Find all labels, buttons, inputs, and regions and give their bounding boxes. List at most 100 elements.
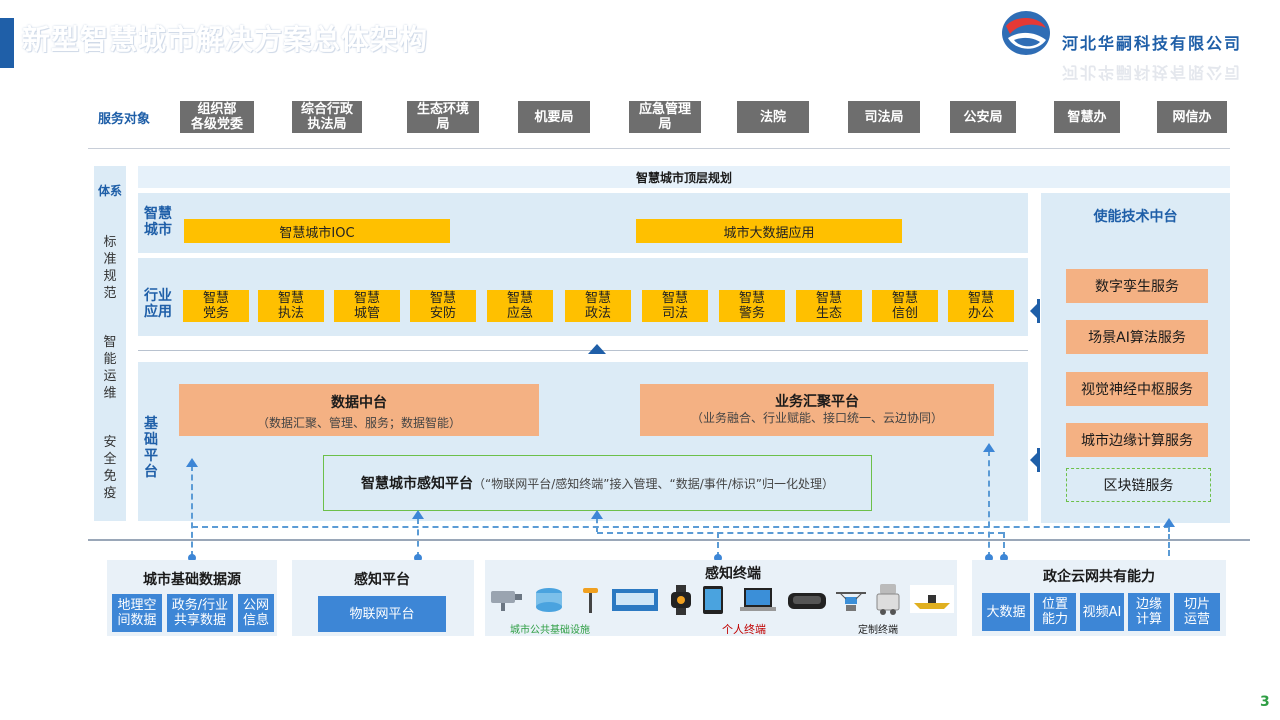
- connector-line: [191, 465, 193, 557]
- service-item: 组织部 各级党委: [180, 101, 254, 133]
- business-sub: （业务融合、行业赋能、接口统一、云边协同）: [690, 411, 943, 425]
- service-item: 网信办: [1157, 101, 1227, 133]
- base-label: 基 础 平 台: [144, 416, 158, 480]
- iot-platform: 物联网平台: [318, 596, 446, 632]
- top-plan-bar: 智慧城市顶层规划: [138, 166, 1230, 188]
- arrow-left-icon: [1030, 303, 1038, 319]
- datasource-geo: 地理空 间数据: [112, 594, 162, 632]
- terminal-custom-label: 定制终端: [858, 625, 898, 636]
- perception-sub: （“物联网平台/感知终端”接入管理、“数据/事件/标识”归一化处理）: [473, 477, 834, 491]
- sensor-pole-icon: [583, 588, 598, 613]
- divider-bottom: [88, 539, 1250, 541]
- tech-vision-hub: 视觉神经中枢服务: [1066, 372, 1208, 406]
- industry-item: 智慧 政法: [565, 290, 631, 322]
- cloud-location: 位置 能力: [1034, 593, 1076, 631]
- data-middle-sub: （数据汇聚、管理、服务；数据智能）: [256, 416, 461, 430]
- service-item: 生态环境 局: [407, 101, 479, 133]
- left-standard: 标 准 规 范: [103, 235, 117, 301]
- service-item: 公安局: [950, 101, 1016, 133]
- arrow-up-icon: [983, 443, 995, 452]
- enable-tech-title: 使能技术中台: [1093, 209, 1178, 225]
- divider-top: [88, 148, 1230, 149]
- smart-city-label: 智慧 城市: [144, 206, 172, 238]
- left-system-title: 体系: [97, 184, 122, 198]
- connector-line: [1003, 532, 1005, 558]
- company-name-reflection: 河北华嗣科技有限公司: [1062, 63, 1243, 82]
- smartwatch-icon: [671, 585, 691, 615]
- ioc-bar: 智慧城市IOC: [184, 219, 450, 243]
- industry-item: 智慧 信创: [872, 290, 938, 322]
- connector-line: [417, 518, 419, 558]
- industry-label: 行业 应用: [144, 288, 172, 320]
- arrow-up-icon: [1163, 518, 1175, 527]
- up-triangle-icon: [588, 344, 606, 354]
- data-middle-platform: 数据中台 （数据汇聚、管理、服务；数据智能）: [179, 384, 539, 436]
- connector-line: [596, 518, 598, 532]
- industry-item: 智慧 城管: [334, 290, 400, 322]
- connector-dot: [1000, 554, 1008, 562]
- service-label: 服务对象: [98, 112, 151, 127]
- robot-icon: [876, 584, 900, 615]
- industry-item: 智慧 办公: [948, 290, 1014, 322]
- laptop-icon: [740, 588, 776, 611]
- page-number: 3: [1260, 694, 1270, 710]
- arrow-left-icon: [1030, 452, 1038, 468]
- industry-item: 智慧 生态: [796, 290, 862, 322]
- perception-title: 智慧城市感知平台: [361, 476, 473, 492]
- cloud-title: 政企云网共有能力: [1043, 569, 1155, 585]
- left-system-column: [94, 166, 126, 521]
- kiosk-icon: [612, 589, 658, 611]
- vr-headset-icon: [788, 593, 826, 609]
- connector-line: [192, 526, 1170, 528]
- arrow-up-icon: [412, 510, 424, 519]
- tech-edge-compute: 城市边缘计算服务: [1066, 423, 1208, 457]
- perception-bottom-title: 感知平台: [354, 572, 410, 588]
- service-item: 智慧办: [1054, 101, 1120, 133]
- bigdata-bar: 城市大数据应用: [636, 219, 902, 243]
- arrow-up-icon: [591, 510, 603, 519]
- perception-platform: 智慧城市感知平台（“物联网平台/感知终端”接入管理、“数据/事件/标识”归一化处…: [323, 455, 872, 511]
- connector-line: [717, 532, 719, 558]
- service-item: 法院: [737, 101, 809, 133]
- base-separator: [138, 350, 1028, 351]
- industry-item: 智慧 安防: [410, 290, 476, 322]
- cloud-edge: 边缘 计算: [1128, 593, 1170, 631]
- business-title: 业务汇聚平台: [775, 394, 859, 410]
- connector-dot: [985, 554, 993, 562]
- industry-item: 智慧 应急: [487, 290, 553, 322]
- data-middle-title: 数据中台: [331, 395, 387, 411]
- tablet-icon: [703, 586, 723, 614]
- connector-dot: [714, 554, 722, 562]
- tech-scene-ai: 场景AI算法服务: [1066, 320, 1208, 354]
- arrow-up-icon: [186, 458, 198, 467]
- tech-digital-twin: 数字孪生服务: [1066, 269, 1208, 303]
- datasource-title: 城市基础数据源: [143, 572, 241, 588]
- left-security: 安 全 免 疫: [103, 435, 117, 501]
- service-item: 机要局: [518, 101, 590, 133]
- cloud-video-ai: 视频AI: [1080, 593, 1124, 631]
- industry-item: 智慧 执法: [258, 290, 324, 322]
- connector-dot: [188, 554, 196, 562]
- boat-icon: [910, 585, 954, 613]
- service-item: 司法局: [848, 101, 920, 133]
- cloud-slice: 切片 运营: [1174, 593, 1220, 631]
- cloud-bigdata: 大数据: [982, 593, 1030, 631]
- datasource-public: 公网 信息: [238, 594, 274, 632]
- terminal-public-label: 城市公共基础设施: [510, 625, 590, 636]
- tech-blockchain: 区块链服务: [1066, 468, 1211, 502]
- terminal-title: 感知终端: [705, 566, 761, 582]
- industry-item: 智慧 党务: [183, 290, 249, 322]
- company-name: 河北华嗣科技有限公司: [1062, 34, 1243, 53]
- connector-line: [1168, 526, 1170, 556]
- industry-item: 智慧 警务: [719, 290, 785, 322]
- logo-icon: [1002, 11, 1050, 55]
- business-platform: 业务汇聚平台（业务融合、行业赋能、接口统一、云边协同）: [640, 384, 994, 436]
- title-accent-bar: [0, 18, 14, 68]
- terminal-personal-label: 个人终端: [722, 623, 766, 636]
- page-title: 新型智慧城市解决方案总体架构: [22, 23, 429, 56]
- camera-icon: [491, 591, 522, 611]
- service-item: 综合行政 执法局: [292, 101, 362, 133]
- connector-line: [988, 450, 990, 558]
- left-ops: 智 能 运 维: [103, 335, 117, 401]
- arrow-left-bar: [1037, 448, 1040, 472]
